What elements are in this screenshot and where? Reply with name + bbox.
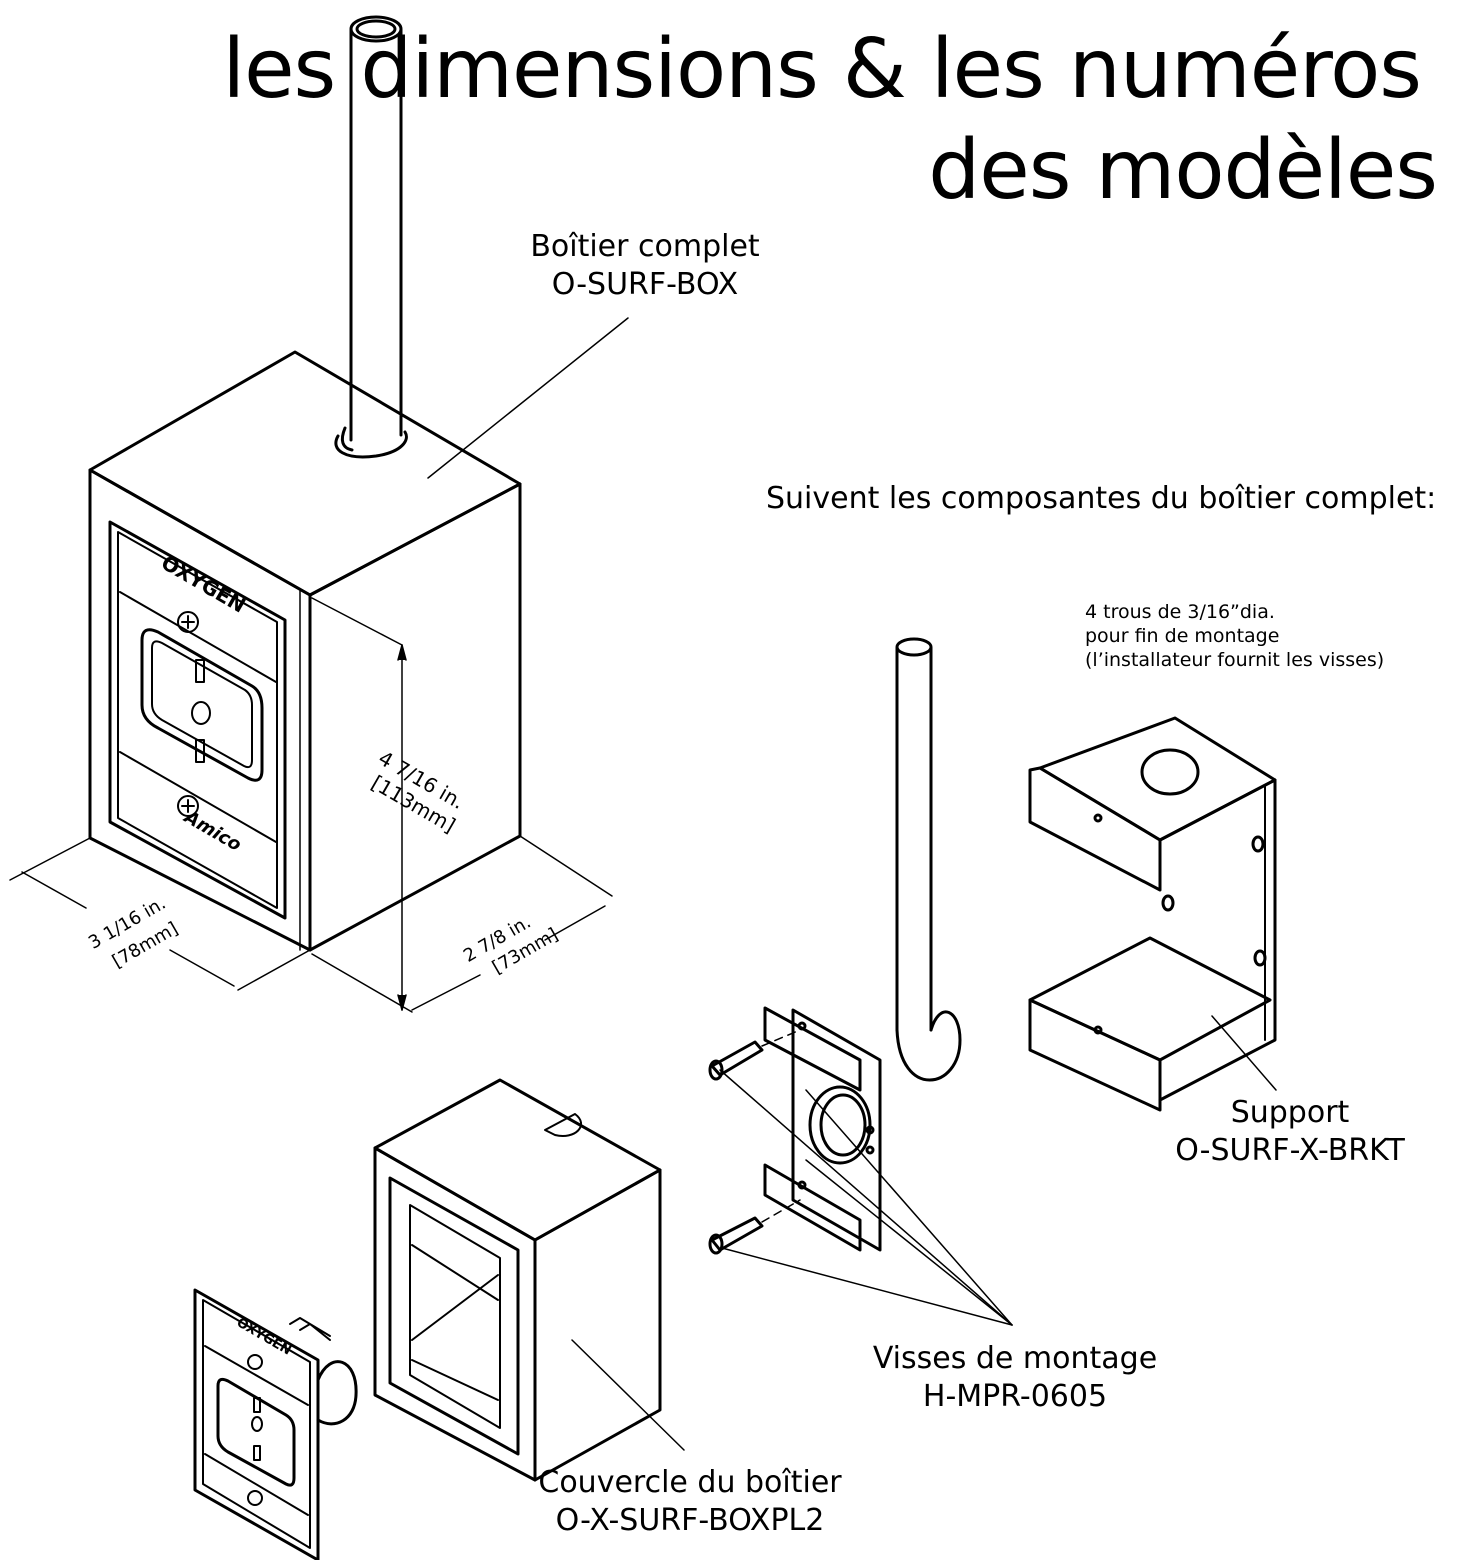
components-heading: Suivent les composantes du boîtier compl… — [766, 481, 1437, 516]
holes-note: 4 trous de 3/16”dia. pour fin de montage… — [1085, 600, 1384, 672]
holes-note-line-2: pour fin de montage — [1085, 625, 1280, 647]
bracket-model: O-SURF-X-BRKT — [1175, 1133, 1405, 1168]
support-bracket-drawing — [1028, 716, 1277, 1112]
mounting-screws-drawing — [708, 1029, 1013, 1326]
faceplate-small-gas-label: OXYGEN — [234, 1315, 294, 1358]
mounting-plate-drawing — [763, 637, 962, 1252]
complete-box-model: O-SURF-BOX — [551, 267, 739, 302]
cover-name: Couvercle du boîtier — [538, 1465, 842, 1500]
faceplate-brand-label: Amico — [179, 806, 245, 856]
page-title-line-2: des modèles — [928, 123, 1438, 218]
complete-box-drawing — [88, 15, 629, 952]
dimension-lines — [9, 597, 613, 1013]
bracket-label: Support O-SURF-X-BRKT — [1140, 1094, 1440, 1170]
complete-box-name: Boîtier complet — [530, 229, 760, 264]
cover-drawing — [373, 1078, 685, 1482]
holes-note-line-1: 4 trous de 3/16”dia. — [1085, 601, 1275, 623]
faceplate-drawing — [193, 1288, 358, 1560]
pipe-drawing — [349, 15, 403, 442]
complete-box-label: Boîtier complet O-SURF-BOX — [500, 228, 790, 304]
screws-label: Visses de montage H-MPR-0605 — [860, 1340, 1170, 1416]
page-title-line-1: les dimensions & les numéros — [222, 22, 1422, 117]
holes-note-line-3: (l’installateur fournit les visses) — [1085, 649, 1385, 671]
faceplate-gas-label: OXYGEN — [157, 550, 250, 617]
screws-name: Visses de montage — [872, 1341, 1158, 1376]
cover-label: Couvercle du boîtier O-X-SURF-BOXPL2 — [520, 1464, 860, 1540]
cover-model: O-X-SURF-BOXPL2 — [555, 1503, 825, 1538]
screws-model: H-MPR-0605 — [922, 1379, 1108, 1414]
bracket-name: Support — [1230, 1095, 1350, 1130]
